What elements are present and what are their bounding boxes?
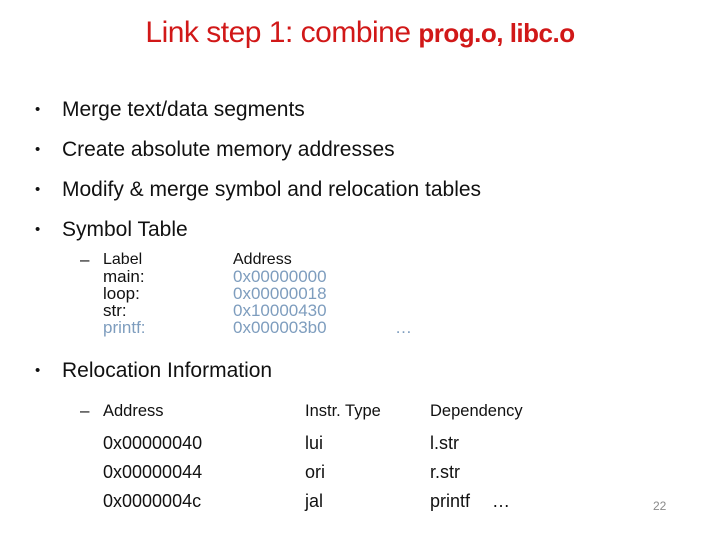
symbol-label: printf: — [103, 318, 146, 337]
bullet-item-relocation: • Relocation Information — [35, 358, 272, 384]
table-row: printf: 0x000003b0 … — [103, 319, 412, 336]
symbol-address: 0x00000018 — [233, 284, 327, 303]
bullet-label: Modify & merge symbol and relocation tab… — [62, 178, 482, 201]
relocation-dependency: r.str — [430, 462, 460, 482]
bullet-dot-icon: • — [35, 221, 41, 238]
bullet-item-create: • Create absolute memory addresses — [35, 137, 395, 163]
bullet-dot-icon: • — [35, 101, 41, 118]
dash-marker: – — [80, 250, 90, 269]
relocation-header-instr: Instr. Type — [305, 402, 381, 420]
relocation-address: 0x00000044 — [103, 462, 203, 482]
symbol-table-header: Label Address — [103, 251, 412, 268]
relocation-instr: lui — [305, 433, 324, 453]
table-row: loop: 0x00000018 — [103, 285, 412, 302]
title-emphasis: prog.o, libc.o — [418, 18, 575, 48]
bullet-dot-icon: • — [35, 181, 41, 198]
bullet-label: Symbol Table — [62, 218, 188, 241]
symbol-label: loop: — [103, 284, 140, 303]
symbol-label: main: — [103, 267, 145, 286]
relocation-address: 0x00000040 — [103, 433, 203, 453]
bullet-dot-icon: • — [35, 362, 41, 379]
relocation-table: – Address Instr. Type Dependency 0x00000… — [80, 401, 523, 516]
relocation-header-dependency: Dependency — [430, 402, 523, 420]
relocation-dependency-cell: printf … — [430, 487, 523, 516]
ellipsis-marker: … — [492, 491, 511, 511]
dash-marker: – — [80, 401, 90, 420]
bullet-label: Relocation Information — [62, 359, 273, 382]
table-row: 0x0000004c jal printf … — [103, 487, 523, 516]
symbol-address: 0x10000430 — [233, 301, 327, 320]
table-row: 0x00000044 ori r.str — [103, 458, 523, 487]
symbol-address: 0x00000000 — [233, 267, 327, 286]
symbol-table: – Label Address main: 0x00000000 loop: 0… — [80, 251, 412, 336]
relocation-dependency: l.str — [430, 433, 459, 453]
symbol-table-header-address: Address — [233, 251, 292, 268]
bullet-dot-icon: • — [35, 141, 41, 158]
symbol-address: 0x000003b0 — [233, 318, 327, 337]
table-row: main: 0x00000000 — [103, 268, 412, 285]
table-row: str: 0x10000430 — [103, 302, 412, 319]
relocation-address: 0x0000004c — [103, 491, 202, 511]
ellipsis-marker: … — [395, 318, 412, 337]
bullet-item-merge: • Merge text/data segments — [35, 97, 305, 123]
relocation-header-address: Address — [103, 402, 164, 420]
page-title: Link step 1: combine prog.o, libc.o — [30, 16, 690, 50]
table-row: 0x00000040 lui l.str — [103, 429, 523, 458]
relocation-instr: ori — [305, 462, 326, 482]
relocation-table-header: Address Instr. Type Dependency — [103, 401, 523, 421]
relocation-dependency: printf — [430, 491, 471, 511]
symbol-table-header-label: Label — [103, 251, 143, 268]
bullet-item-modify: • Modify & merge symbol and relocation t… — [35, 177, 481, 203]
page-number: 22 — [653, 499, 667, 513]
bullet-label: Create absolute memory addresses — [62, 138, 395, 161]
symbol-label: str: — [103, 301, 127, 320]
title-text: Link step 1: combine — [145, 16, 419, 49]
bullet-item-symbol-table: • Symbol Table — [35, 217, 188, 243]
relocation-instr: jal — [305, 491, 324, 511]
bullet-label: Merge text/data segments — [62, 98, 305, 121]
